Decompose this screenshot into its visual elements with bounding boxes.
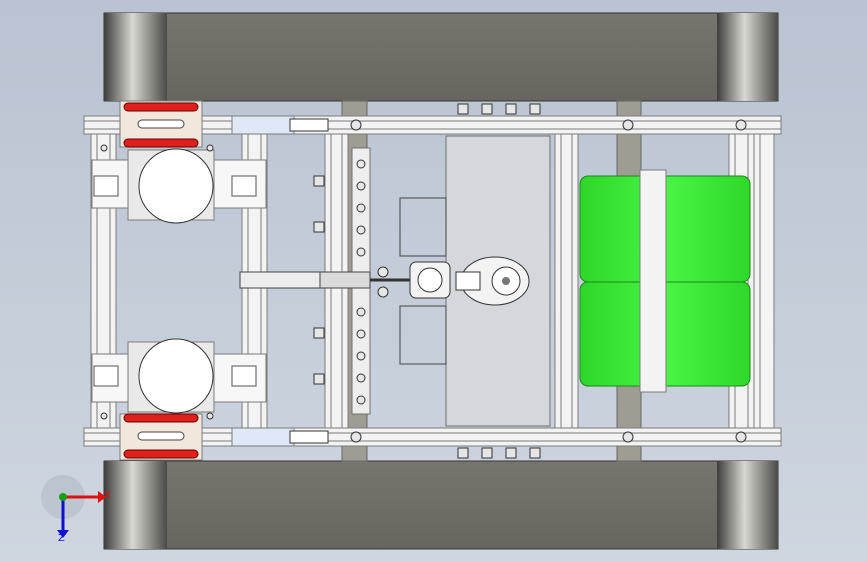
axis-triad[interactable]: X Z (41, 475, 111, 544)
motor-mount-bottom (91, 338, 267, 414)
sensor-disc-top (138, 148, 214, 224)
highlight-bars (231, 115, 329, 447)
bolts (100, 103, 747, 459)
motor-mount-top (91, 148, 267, 224)
y-axis-dot (59, 493, 67, 501)
track-top (103, 12, 779, 102)
wheel-bottom-right (717, 461, 778, 549)
wheel-bottom-left (104, 461, 167, 549)
x-axis-label: X (104, 490, 111, 501)
track-bottom (103, 460, 779, 550)
wheel-top-left (104, 13, 167, 101)
wheel-top-right (717, 13, 778, 101)
sensor-disc-bottom (138, 338, 214, 414)
z-axis-label: Z (58, 533, 65, 544)
battery-packs (579, 169, 751, 393)
wheel-clamps (119, 100, 203, 461)
linear-actuator (239, 256, 530, 306)
